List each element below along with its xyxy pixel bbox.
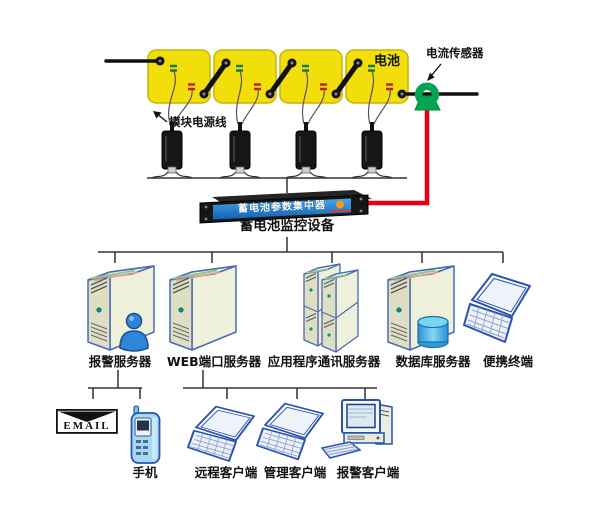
connection-lines	[88, 177, 504, 399]
battery-connector-straps	[201, 60, 361, 97]
mobile-phone-icon	[130, 405, 161, 464]
alarm-server-icon	[87, 265, 155, 352]
phone-label: 手机	[132, 465, 158, 480]
monitor-module-icon	[161, 122, 183, 174]
manage-client-icon	[256, 402, 324, 461]
module-power-wires	[151, 64, 393, 179]
module-wire-label-arrow	[153, 111, 168, 123]
sensor-label-arrow	[427, 63, 442, 81]
database-server-label: 数据库服务器	[395, 354, 471, 369]
alarm-client-icon	[320, 399, 393, 459]
portable-terminal-label: 便携终端	[482, 354, 533, 369]
database-cylinder-icon	[417, 315, 449, 349]
concentrator-label: 蓄电池监控设备	[239, 218, 335, 234]
email-icon	[55, 408, 118, 434]
web-server-label: WEB端口服务器	[166, 354, 262, 369]
concentrator-device-icon	[199, 190, 372, 224]
current-sensor-icon	[414, 82, 441, 111]
current-sensor-label: 电流传感器	[426, 46, 484, 60]
app-comm-server-label: 应用程序通讯服务器	[267, 354, 381, 369]
alarm-client-label: 报警客户端	[336, 465, 400, 480]
person-icon	[119, 312, 149, 352]
monitor-module-icon	[229, 122, 251, 174]
database-server-icon	[387, 265, 455, 351]
monitor-module-icon	[361, 122, 383, 174]
sensor-signal-cable	[366, 107, 430, 206]
battery-lead-wires	[104, 59, 479, 96]
module-wire-label: 模块电源线	[169, 115, 227, 129]
portable-terminal-icon	[463, 273, 531, 343]
monitor-module-icon	[295, 122, 317, 174]
battery-label: 电池	[373, 54, 400, 69]
remote-client-label: 远程客户端	[194, 465, 258, 480]
remote-client-icon	[187, 405, 255, 462]
manage-client-label: 管理客户端	[263, 465, 327, 480]
battery-terminals	[155, 56, 407, 99]
app-comm-server-icon	[303, 263, 359, 353]
alarm-server-label: 报警服务器	[88, 354, 152, 369]
device-logo	[336, 200, 344, 209]
monitor-modules	[161, 122, 383, 174]
email-label: EMAIL	[63, 419, 111, 432]
web-server-icon	[169, 265, 237, 351]
